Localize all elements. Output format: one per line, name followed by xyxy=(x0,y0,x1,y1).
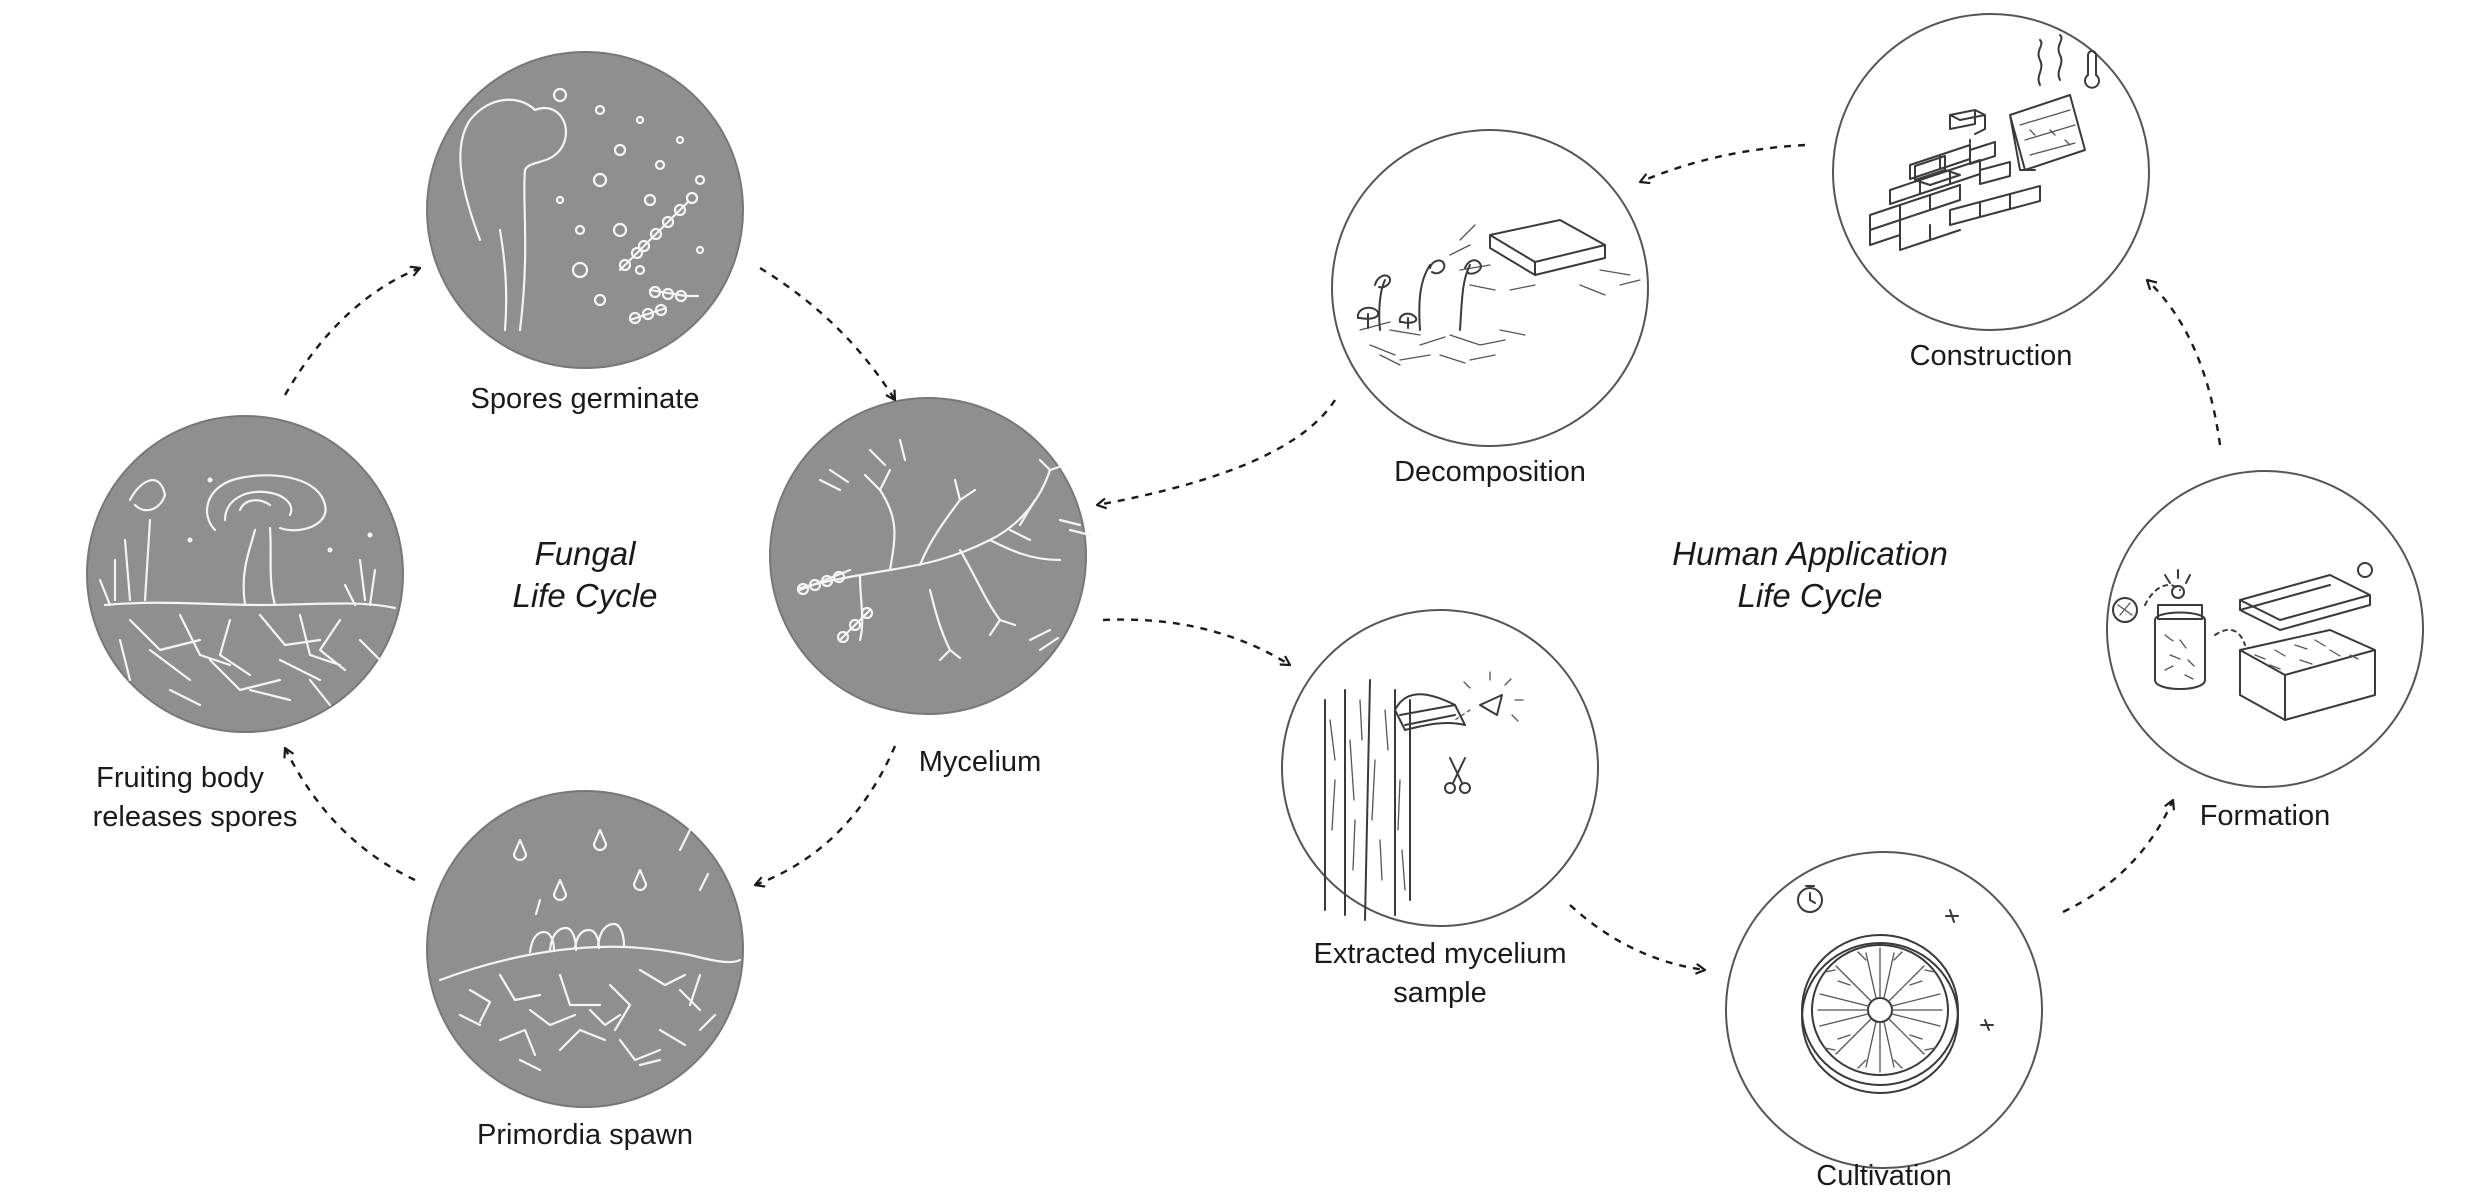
cultivation-illustration xyxy=(1797,885,1994,1094)
extracted-mycelium-node: Extracted mycelium sample xyxy=(1281,609,1599,1009)
arrow-decomposition-to-mycelium xyxy=(1095,399,1337,510)
decomposition-illustration xyxy=(1356,219,1641,366)
cultivation-circle xyxy=(1725,851,2043,1169)
formation-node: Formation xyxy=(2106,470,2424,832)
construction-illustration xyxy=(1869,34,2100,251)
decomposition-circle xyxy=(1331,129,1649,447)
arrow-mycelium-to-primordia xyxy=(753,745,897,888)
fungal-cycle-title-line1: Fungal xyxy=(535,535,638,572)
arrow-construction-to-decomposition xyxy=(1638,143,1806,185)
spores-germinate-node: Spores germinate xyxy=(426,51,744,415)
cultivation-label: Cultivation xyxy=(1816,1160,1951,1192)
extracted-mycelium-illustration xyxy=(1324,671,1524,921)
mycelium-illustration xyxy=(796,438,1092,662)
fruiting-body-node: Fruiting body releases spores xyxy=(86,415,404,833)
fungal-life-cycle: Spores germinate xyxy=(86,51,1092,1151)
formation-label: Formation xyxy=(2200,800,2331,832)
human-application-life-cycle: Decomposition Construction xyxy=(1095,13,2424,1192)
mycelium-node: Mycelium xyxy=(769,397,1092,778)
formation-circle xyxy=(2106,470,2424,788)
human-cycle-title-line1: Human Application xyxy=(1672,535,1948,572)
arrow-fruiting-to-spores xyxy=(283,265,422,396)
primordia-spawn-label: Primordia spawn xyxy=(477,1119,693,1151)
construction-circle xyxy=(1832,13,2150,331)
formation-illustration xyxy=(2112,562,2376,721)
cultivation-node: Cultivation xyxy=(1725,851,2043,1192)
decomposition-node: Decomposition xyxy=(1331,129,1649,488)
construction-node: Construction xyxy=(1832,13,2150,372)
construction-label: Construction xyxy=(1910,340,2073,372)
extracted-mycelium-label-line1: Extracted mycelium xyxy=(1313,938,1566,970)
human-cycle-title-line2: Life Cycle xyxy=(1738,577,1883,614)
extracted-mycelium-label-line2: sample xyxy=(1393,977,1487,1009)
fruiting-body-label-line2: releases spores xyxy=(93,801,298,833)
fungal-cycle-title-line2: Life Cycle xyxy=(513,577,658,614)
spores-germinate-circle xyxy=(426,51,744,369)
primordia-spawn-circle xyxy=(426,790,744,1108)
fruiting-body-label-line1: Fruiting body xyxy=(96,762,264,794)
spores-germinate-label: Spores germinate xyxy=(471,383,700,415)
mycelium-label: Mycelium xyxy=(919,746,1041,778)
arrow-extracted-to-cultivation xyxy=(1569,904,1707,975)
primordia-spawn-node: Primordia spawn xyxy=(426,790,744,1151)
decomposition-label: Decomposition xyxy=(1394,456,1586,488)
arrow-primordia-to-fruiting xyxy=(283,746,416,882)
arrow-formation-to-construction xyxy=(2145,278,2222,446)
arrow-mycelium-to-extracted xyxy=(1102,618,1292,667)
mycelium-circle xyxy=(769,397,1087,715)
extracted-mycelium-circle xyxy=(1281,609,1599,927)
arrow-cultivation-to-formation xyxy=(2062,798,2176,914)
spores-illustration xyxy=(459,87,706,332)
fruiting-body-illustration xyxy=(98,474,397,707)
arrow-spores-to-mycelium xyxy=(759,266,897,402)
primordia-illustration xyxy=(438,828,742,1072)
